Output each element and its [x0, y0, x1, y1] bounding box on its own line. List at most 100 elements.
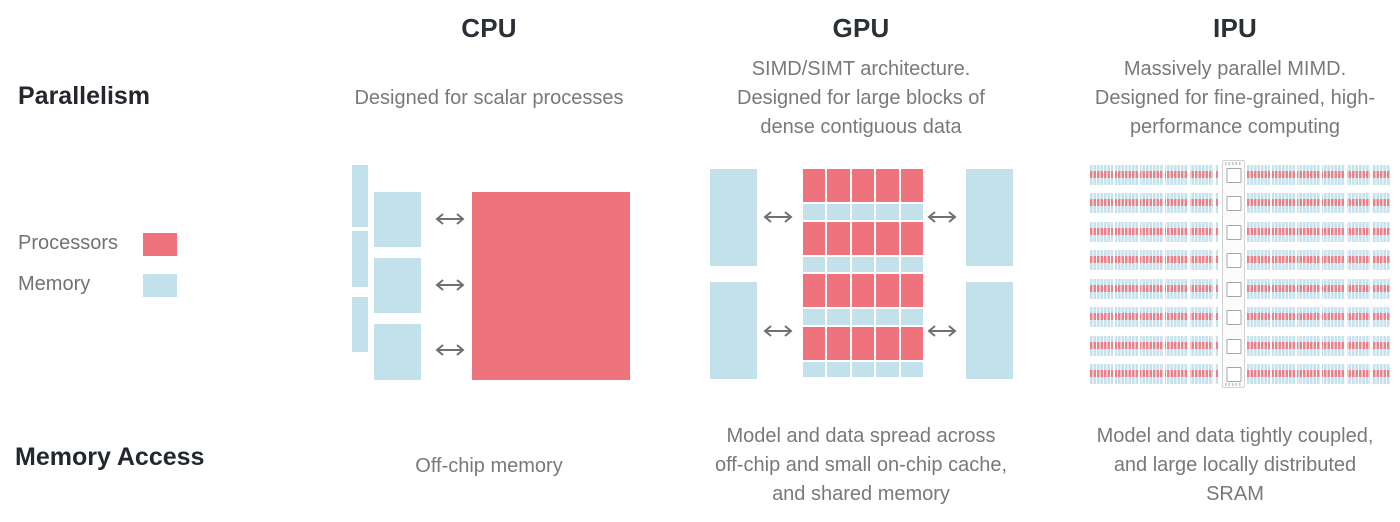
ipu-exchange-square: [1226, 310, 1241, 325]
ipu-exchange-column: [1222, 160, 1245, 388]
gpu-processor-cell: [803, 326, 826, 360]
ipu-tile-row: [1247, 364, 1390, 384]
gpu-processor-cell: [851, 326, 875, 360]
gpu-processor-cell: [900, 274, 923, 307]
ipu-tile-row: [1090, 336, 1218, 356]
gpu-memory-cell: [827, 256, 850, 272]
bidirectional-arrow-icon: [435, 279, 465, 291]
ipu-tile-row: [1247, 279, 1390, 299]
gpu-memory-cell: [827, 361, 850, 377]
ipu-tile-row: [1247, 336, 1390, 356]
gpu-memory-cell: [803, 309, 826, 325]
cpu-cache-strip: [352, 297, 368, 352]
bidirectional-arrow-icon: [435, 213, 465, 225]
ipu-tile-row: [1090, 250, 1218, 270]
gpu-memory-cell: [803, 256, 826, 272]
gpu-processor-cell: [900, 326, 923, 360]
bidirectional-arrow-icon: [927, 211, 957, 223]
cpu-memory-block: [374, 192, 421, 247]
ipu-tile-panel-right: [1247, 165, 1390, 384]
legend-label-memory: Memory: [18, 273, 91, 295]
cpu-cache-strip: [352, 231, 368, 287]
ipu-exchange-square: [1226, 225, 1241, 240]
gpu-offchip-memory-block: [966, 169, 1013, 266]
gpu-processor-cell: [851, 169, 875, 202]
column-title-gpu: GPU: [832, 13, 890, 43]
gpu-memory-cell: [900, 361, 923, 377]
gpu-memory-cell: [900, 256, 923, 272]
gpu-processor-cell: [803, 274, 826, 307]
cpu-memory-block: [374, 324, 421, 380]
legend-swatch-processors: [143, 233, 177, 256]
gpu-memory-cell: [851, 309, 875, 325]
gpu-memory-cell: [803, 204, 826, 220]
legend-label-processors: Processors: [18, 232, 119, 254]
gpu-parallelism-text: SIMD/SIMT architecture. Designed for lar…: [737, 58, 985, 138]
column-title-cpu: CPU: [461, 13, 517, 43]
ipu-tile-row: [1247, 193, 1390, 213]
gpu-processor-cell: [851, 274, 875, 307]
row-label-memory-access: Memory Access: [15, 443, 205, 471]
ipu-tile-row: [1247, 250, 1390, 270]
gpu-memory-cell: [827, 204, 850, 220]
gpu-memory-cell: [803, 361, 826, 377]
ipu-memory-access-text: Model and data tightly coupled, and larg…: [1096, 425, 1374, 505]
cpu-memory-block: [374, 258, 421, 313]
ipu-tile-row: [1247, 165, 1390, 185]
gpu-processor-cell: [900, 221, 923, 255]
ipu-tile-row: [1247, 222, 1390, 242]
ipu-parallelism-text: Massively parallel MIMD. Designed for fi…: [1094, 58, 1376, 138]
ipu-tile-row: [1247, 307, 1390, 327]
gpu-memory-cell: [851, 361, 875, 377]
gpu-memory-cell: [876, 309, 899, 325]
gpu-processor-cell: [876, 274, 899, 307]
gpu-memory-cell: [851, 204, 875, 220]
gpu-processor-cell: [827, 221, 850, 255]
ipu-exchange-square: [1226, 168, 1241, 183]
gpu-memory-cell: [876, 256, 899, 272]
legend-swatch-memory: [143, 274, 177, 297]
ipu-tile-row: [1090, 165, 1218, 185]
gpu-memory-access-text: Model and data spread across off-chip an…: [714, 425, 1007, 505]
cpu-memory-access-text: Off-chip memory: [415, 455, 563, 477]
gpu-memory-cell: [876, 361, 899, 377]
row-label-parallelism: Parallelism: [18, 82, 151, 110]
ipu-exchange-square: [1226, 282, 1241, 297]
gpu-memory-cell: [900, 309, 923, 325]
ipu-exchange-square: [1226, 339, 1241, 354]
bidirectional-arrow-icon: [927, 325, 957, 337]
gpu-processor-cell: [827, 169, 850, 202]
gpu-processor-cell: [827, 326, 850, 360]
column-title-ipu: IPU: [1213, 13, 1257, 43]
ipu-exchange-square: [1226, 367, 1241, 382]
gpu-memory-cell: [876, 204, 899, 220]
gpu-memory-cell: [851, 256, 875, 272]
gpu-processor-cell: [803, 221, 826, 255]
gpu-processor-cell: [827, 274, 850, 307]
gpu-processor-cell: [876, 221, 899, 255]
ipu-tile-row: [1090, 279, 1218, 299]
gpu-processor-cell: [900, 169, 923, 202]
bidirectional-arrow-icon: [763, 211, 793, 223]
ipu-exchange-square: [1226, 253, 1241, 268]
ipu-tile-row: [1090, 193, 1218, 213]
gpu-memory-cell: [827, 309, 850, 325]
gpu-processor-cell: [876, 169, 899, 202]
ipu-exchange-square: [1226, 196, 1241, 211]
bidirectional-arrow-icon: [435, 344, 465, 356]
gpu-memory-cell: [900, 204, 923, 220]
ipu-tile-panel-left: [1090, 165, 1218, 384]
ipu-tile-row: [1090, 307, 1218, 327]
gpu-core-grid: [803, 169, 923, 377]
gpu-offchip-memory-block: [966, 282, 1013, 379]
bidirectional-arrow-icon: [763, 325, 793, 337]
cpu-processor-block: [472, 192, 630, 380]
ipu-tile-row: [1090, 364, 1218, 384]
gpu-offchip-memory-block: [710, 282, 757, 379]
ipu-tile-row: [1090, 222, 1218, 242]
gpu-processor-cell: [851, 221, 875, 255]
gpu-processor-cell: [803, 169, 826, 202]
cpu-cache-strip: [352, 165, 368, 227]
gpu-offchip-memory-block: [710, 169, 757, 266]
